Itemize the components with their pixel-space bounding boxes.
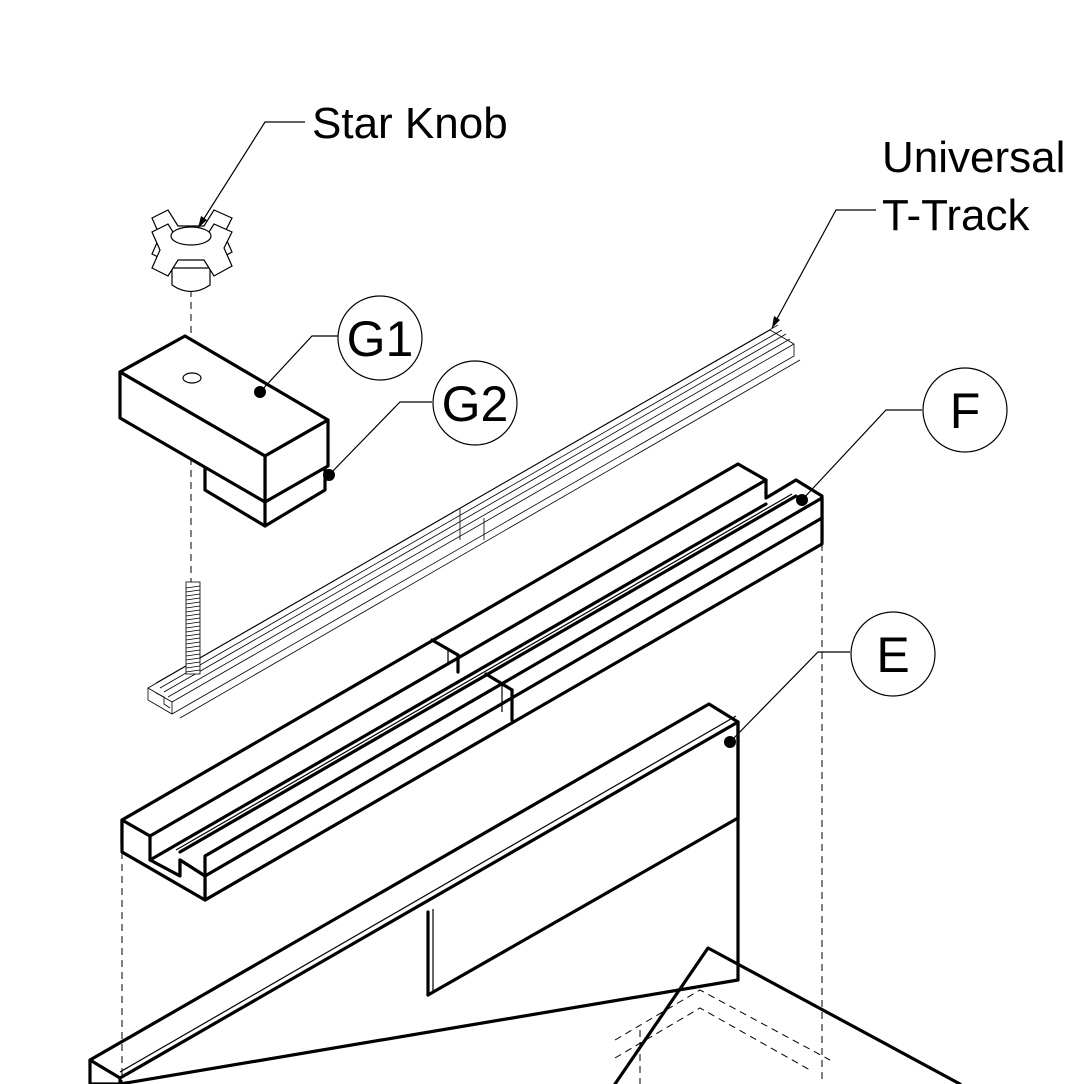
bolt-thread xyxy=(185,645,201,649)
bolt-thread xyxy=(185,601,201,605)
callout-e-label: E xyxy=(876,627,909,683)
bolt-thread xyxy=(185,669,201,673)
bolt-thread xyxy=(185,625,201,629)
part-f-rail xyxy=(120,462,824,902)
bolt-thread xyxy=(185,665,201,669)
bolt-thread xyxy=(185,637,201,641)
base-box xyxy=(613,946,962,1084)
bolt-thread xyxy=(185,649,201,653)
bolt-thread xyxy=(185,641,201,645)
t-track-label-line1: Universal xyxy=(882,133,1065,182)
t-track-label-line2: T-Track xyxy=(882,191,1030,240)
bolt-thread xyxy=(185,609,201,613)
bolt-thread xyxy=(185,629,201,633)
star-knob xyxy=(151,209,233,293)
bolt-thread xyxy=(185,653,201,657)
bolt-thread xyxy=(185,585,201,589)
callout-e: E xyxy=(850,611,936,697)
bolt-thread xyxy=(185,661,201,665)
g2-anchor-dot xyxy=(323,469,335,481)
f-anchor-dot xyxy=(796,494,808,506)
callout-f-label: F xyxy=(950,383,981,439)
part-e-board xyxy=(88,702,740,1084)
part-g-block xyxy=(118,334,330,528)
leader-lines xyxy=(197,121,922,743)
bolt-thread xyxy=(185,657,201,661)
g1-anchor-dot xyxy=(254,386,266,398)
bolt-thread xyxy=(185,613,201,617)
bolt-thread xyxy=(185,621,201,625)
bolt-thread xyxy=(185,617,201,621)
bolt-thread xyxy=(185,589,201,593)
callout-g1: G1 xyxy=(337,295,423,381)
callout-g1-label: G1 xyxy=(347,311,414,367)
callout-g2-label: G2 xyxy=(442,376,509,432)
bolt-thread xyxy=(185,597,201,601)
bolt-thread xyxy=(185,593,201,597)
callout-g2: G2 xyxy=(432,360,518,446)
callout-f: F xyxy=(922,367,1008,453)
universal-t-track xyxy=(147,324,801,719)
star-knob-label: Star Knob xyxy=(312,99,508,148)
bolt-thread xyxy=(185,605,201,609)
e-anchor-dot xyxy=(724,736,736,748)
bolt-thread xyxy=(185,633,201,637)
threaded-bolt xyxy=(185,581,201,675)
